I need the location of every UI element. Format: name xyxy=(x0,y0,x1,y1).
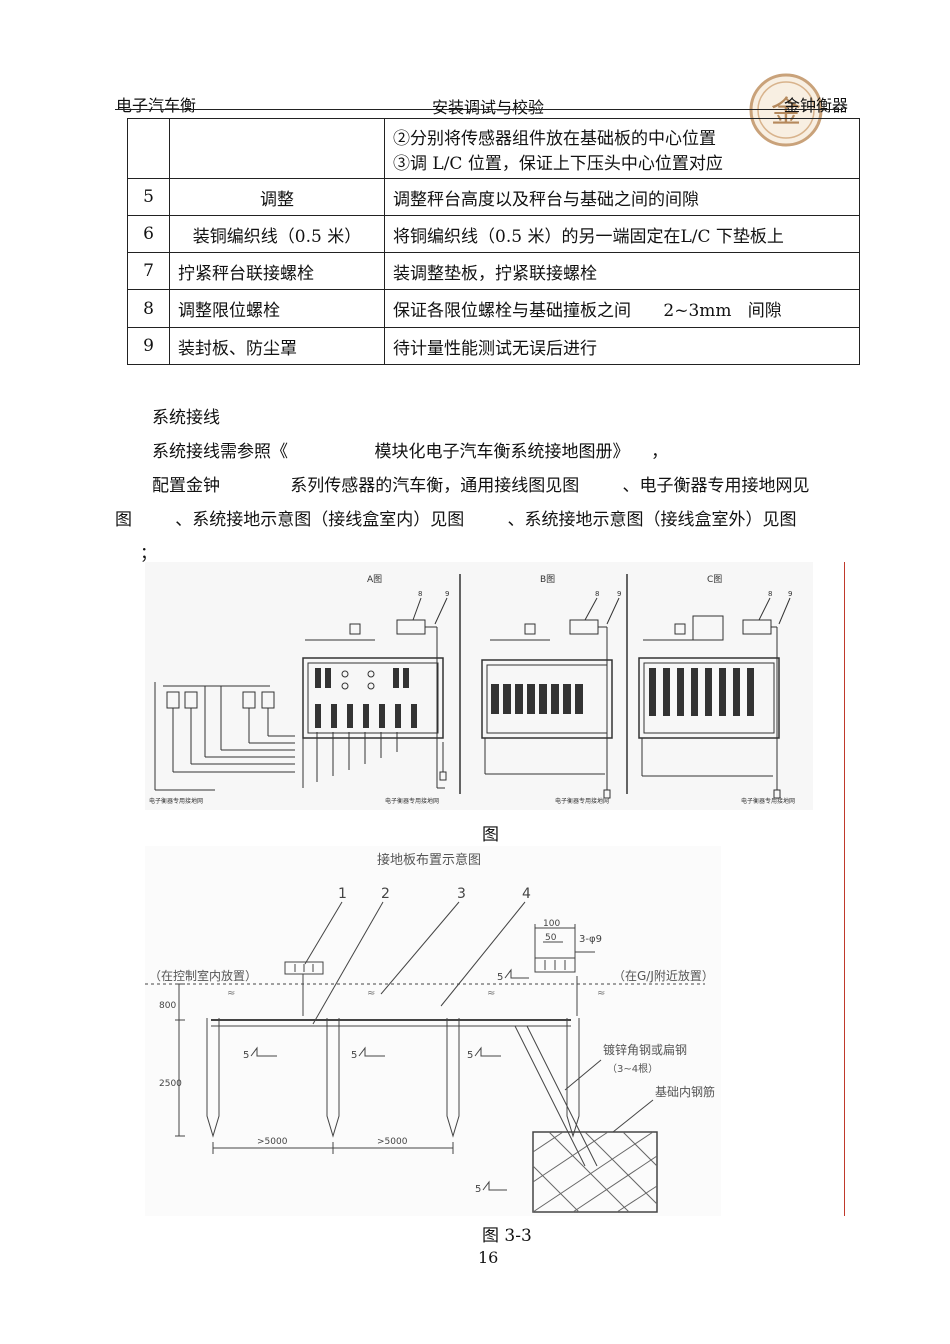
figure2-caption: 图 3-3 xyxy=(482,1226,532,1246)
body-line: 系统接线需参照《 模块化电子汽车衡系统接地图册》 ， xyxy=(152,442,669,462)
dim-50: 50 xyxy=(545,933,557,943)
steel-count: （3~4根） xyxy=(607,1062,658,1075)
step-action: 装铜编织线（0.5 米） xyxy=(169,215,385,253)
panel-title-c: C图 xyxy=(707,574,722,585)
callout-label: 8 xyxy=(418,590,422,598)
callout-label: 2 xyxy=(381,886,390,902)
weld-mark: 5 xyxy=(351,1050,357,1061)
soil-mark-icon: ≈ xyxy=(367,988,375,999)
weld-mark: 5 xyxy=(475,1184,481,1195)
table-row: ②分别将传感器组件放在基础板的中心位置 ③调 L/C 位置，保证上下压头中心位置… xyxy=(127,118,860,179)
step-number: 8 xyxy=(127,289,170,328)
table-row: 9 装封板、防尘罩 待计量性能测试无误后进行 xyxy=(127,327,860,365)
step-description: 保证各限位螺栓与基础撞板之间 2~3mm 间隙 xyxy=(384,289,860,328)
left-placement-note: （在控制室内放置） xyxy=(149,968,257,983)
dim-span-2: >5000 xyxy=(377,1137,408,1147)
header-rule xyxy=(115,109,843,110)
step-action: 装封板、防尘罩 xyxy=(169,327,385,365)
step-description: ②分别将传感器组件放在基础板的中心位置 ③调 L/C 位置，保证上下压头中心位置… xyxy=(384,118,860,179)
ground-label: 电子衡器专用接地网 xyxy=(385,797,439,805)
dim-800: 800 xyxy=(159,1001,176,1011)
weld-mark: 5 xyxy=(243,1050,249,1061)
desc-line: ②分别将传感器组件放在基础板的中心位置 xyxy=(393,128,716,149)
callout-label: 9 xyxy=(788,590,792,598)
steel-label: 镀锌角钢或扁钢 xyxy=(603,1043,687,1057)
step-number: 9 xyxy=(127,327,170,365)
step-description: 待计量性能测试无误后进行 xyxy=(384,327,860,365)
desc-line: ③调 L/C 位置，保证上下压头中心位置对应 xyxy=(393,153,723,174)
callout-label: 8 xyxy=(768,590,772,598)
callout-label: 1 xyxy=(338,886,347,902)
step-number xyxy=(127,118,170,179)
header-right: 金钟衡器 xyxy=(784,96,849,115)
dim-span-1: >5000 xyxy=(257,1137,288,1147)
callout-label: 8 xyxy=(595,590,599,598)
dim-2500: 2500 xyxy=(159,1079,182,1089)
weld-mark: 5 xyxy=(497,972,503,983)
panel-title-b: B图 xyxy=(540,574,555,585)
weld-mark: 5 xyxy=(467,1050,473,1061)
ground-label: 电子衡器专用接地网 xyxy=(555,797,609,805)
step-description: 调整秤台高度以及秤台与基础之间的间隙 xyxy=(384,178,860,216)
page-number: 16 xyxy=(478,1248,499,1267)
ground-label: 电子衡器专用接地网 xyxy=(149,797,203,805)
step-action: 调整 xyxy=(169,178,385,216)
callout-label: 3 xyxy=(457,886,466,902)
grounding-plate-figure: 接地板布置示意图 1 2 3 4 （在控制室内放置） 100 50 3-φ9 （… xyxy=(145,846,721,1216)
table-row: 6 装铜编织线（0.5 米） 将铜编织线（0.5 米）的另一端固定在L/C 下垫… xyxy=(127,215,860,253)
callout-label: 4 xyxy=(522,886,531,902)
wiring-diagram-figure: A图 B图 C图 电子衡器专用接地网 8 9 电子衡器专用接地网 xyxy=(145,562,813,810)
right-placement-note: （在G/J附近放置） xyxy=(613,968,714,983)
step-action xyxy=(169,118,385,179)
install-steps-table: ②分别将传感器组件放在基础板的中心位置 ③调 L/C 位置，保证上下压头中心位置… xyxy=(127,118,860,365)
body-line: ； xyxy=(140,544,157,564)
step-number: 7 xyxy=(127,252,170,290)
step-description: 装调整垫板，拧紧联接螺栓 xyxy=(384,252,860,290)
callout-label: 9 xyxy=(445,590,449,598)
callout-label: 9 xyxy=(617,590,621,598)
section-heading: 系统接线 xyxy=(152,408,220,428)
table-row: 7 拧紧秤台联接螺栓 装调整垫板，拧紧联接螺栓 xyxy=(127,252,860,290)
panel-title-a: A图 xyxy=(367,574,382,585)
margin-rule xyxy=(844,562,845,1216)
soil-mark-icon: ≈ xyxy=(227,988,235,999)
step-action: 拧紧秤台联接螺栓 xyxy=(169,252,385,290)
header-center: 安装调试与校验 xyxy=(432,98,545,117)
ground-label: 电子衡器专用接地网 xyxy=(741,797,795,805)
header-left: 电子汽车衡 xyxy=(116,96,197,115)
body-line: 图 、系统接地示意图（接线盒室内）见图 、系统接地示意图（接线盒室外）见图 xyxy=(115,510,797,530)
soil-mark-icon: ≈ xyxy=(487,988,495,999)
table-row: 5 调整 调整秤台高度以及秤台与基础之间的间隙 xyxy=(127,178,860,216)
body-line: 配置金钟 系列传感器的汽车衡，通用接线图见图 、电子衡器专用接地网见 xyxy=(152,476,810,496)
soil-mark-icon: ≈ xyxy=(597,988,605,999)
figure2-title: 接地板布置示意图 xyxy=(377,852,481,868)
step-number: 5 xyxy=(127,178,170,216)
dim-holes: 3-φ9 xyxy=(579,934,602,945)
step-description: 将铜编织线（0.5 米）的另一端固定在L/C 下垫板上 xyxy=(384,215,860,253)
step-number: 6 xyxy=(127,215,170,253)
step-action: 调整限位螺栓 xyxy=(169,289,385,328)
rebar-label: 基础内钢筋 xyxy=(655,1084,715,1099)
figure1-caption: 图 xyxy=(482,825,499,845)
dim-100: 100 xyxy=(543,919,560,929)
table-row: 8 调整限位螺栓 保证各限位螺栓与基础撞板之间 2~3mm 间隙 xyxy=(127,289,860,328)
